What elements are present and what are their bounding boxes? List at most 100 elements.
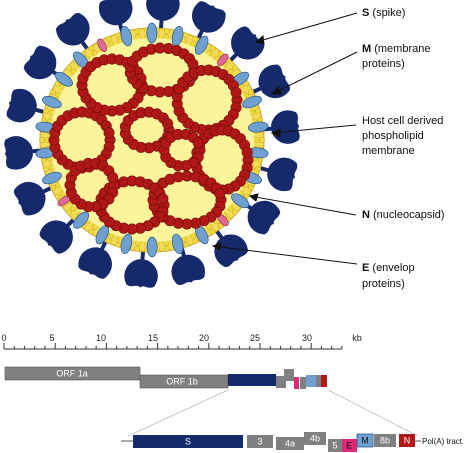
lipid-head-outer xyxy=(248,89,254,96)
lipid-head-outer xyxy=(232,209,238,216)
lipid-head-outer xyxy=(183,241,189,248)
arrow-spike-head xyxy=(254,35,265,45)
spike-head xyxy=(124,259,158,288)
label-membrane-protein-line2: proteins) xyxy=(362,58,405,70)
zoom-line-left xyxy=(127,389,229,437)
membrane-protein xyxy=(242,95,262,109)
kb-axis-ticks xyxy=(3,343,343,349)
arrow-nucleocapsid-head xyxy=(248,193,259,202)
membrane-protein xyxy=(73,211,90,229)
virion-interior xyxy=(50,38,254,242)
spike-head xyxy=(231,26,265,60)
tick-label-10: 10 xyxy=(96,333,106,343)
detail-orf3-label: 3 xyxy=(257,436,262,446)
nucleocapsid-bead xyxy=(103,127,115,139)
spike-head xyxy=(171,254,206,285)
membrane-protein xyxy=(194,35,209,55)
lipid-head-outer xyxy=(255,107,261,114)
spike-proteins xyxy=(4,0,300,288)
orf-1a-box xyxy=(4,366,141,381)
lipid-head-outer xyxy=(54,193,61,200)
lipid-head-outer xyxy=(54,80,61,87)
lipid-head-outer xyxy=(88,45,95,51)
detail-orf4b-label: 4b xyxy=(310,433,320,443)
lipid-head-outer xyxy=(259,137,265,143)
spike-head xyxy=(214,234,249,268)
lipid-head-outer xyxy=(183,32,189,39)
arrow-membrane-protein xyxy=(271,51,358,95)
membrane-protein xyxy=(247,121,269,133)
arrow-membrane-protein-head xyxy=(270,86,282,95)
envelope-protein xyxy=(97,38,108,53)
virion-illustration xyxy=(4,0,300,288)
detail-orf4b-box xyxy=(304,432,326,445)
membrane-protein xyxy=(231,193,250,209)
tick-label-0: 0 xyxy=(1,333,6,343)
arrow-envelope-head xyxy=(211,242,222,251)
axis-unit-kb: kb xyxy=(352,333,362,343)
detail-s-label: S xyxy=(185,436,191,446)
nucleocapsid-bead xyxy=(192,137,204,149)
genome-orf3-box xyxy=(276,376,286,388)
annotation-arrows xyxy=(211,12,358,265)
detail-m-label: M xyxy=(361,435,369,445)
lipid-head-outer xyxy=(255,166,261,173)
tick-label-20: 20 xyxy=(199,333,209,343)
detail-orf5-label: 5 xyxy=(332,440,337,450)
spike-head xyxy=(23,45,57,80)
membrane-protein xyxy=(146,22,158,44)
genome-orf4-box xyxy=(284,369,294,381)
spike-head xyxy=(6,88,37,123)
label-membrane-protein: M (membrane xyxy=(362,43,430,55)
lipid-head-outer xyxy=(66,209,72,216)
genome-orf8-box xyxy=(316,375,321,387)
lipid-head-outer xyxy=(243,80,250,87)
lipid-head-inner xyxy=(70,205,77,212)
lipid-head-outer xyxy=(134,246,141,252)
detail-n-label: N xyxy=(404,435,411,445)
lipid-head-outer xyxy=(248,184,254,191)
lipid-head-outer xyxy=(163,28,170,34)
spike-head xyxy=(98,0,133,26)
detail-orf8b-label: 8b xyxy=(380,435,390,445)
membrane-protein xyxy=(146,236,158,258)
label-nucleocapsid: N (nucleocapsid) xyxy=(362,209,445,221)
tick-label-5: 5 xyxy=(49,333,54,343)
lipid-head-outer xyxy=(50,184,56,191)
lipid-head-outer xyxy=(105,238,112,244)
detail-m-box xyxy=(356,433,374,448)
lipid-head-outer xyxy=(105,36,112,42)
lipid-head-outer xyxy=(39,137,45,143)
lipid-head-outer xyxy=(88,229,95,235)
detail-s-box xyxy=(133,435,243,448)
genome-s-box-end xyxy=(268,374,276,386)
lipid-head-outer xyxy=(115,32,121,39)
lipid-head-outer xyxy=(50,89,56,96)
nucleocapsid-bead xyxy=(107,171,119,183)
detail-orf8b-box xyxy=(374,434,396,447)
membrane-protein xyxy=(42,171,62,185)
annotation-labels: S (spike) M (membrane proteins) Host cel… xyxy=(362,7,445,290)
detail-n-box xyxy=(399,434,415,447)
membrane-protein xyxy=(42,95,62,109)
nucleocapsid-bead xyxy=(230,87,242,99)
lipid-head-outer xyxy=(66,64,72,71)
genome-n-box xyxy=(321,375,327,387)
arrow-host-membrane-head xyxy=(270,128,281,138)
genome-orf5-box xyxy=(300,377,306,389)
nucleocapsid-bead xyxy=(162,117,174,129)
lipid-head-outer xyxy=(209,45,216,51)
genome-map: 0 5 10 15 20 25 30 kb ORF 1a ORF 1b S 3 xyxy=(1,333,463,452)
detail-e-box xyxy=(342,439,357,452)
spike-head xyxy=(55,12,90,46)
spike-head xyxy=(271,110,300,144)
nucleocapsid-bead xyxy=(241,146,253,158)
detail-orf4a-box xyxy=(276,437,304,450)
lipid-head-outer xyxy=(192,36,199,42)
lipid-head-inner xyxy=(253,137,259,143)
label-spike: S (spike) xyxy=(362,7,405,19)
polya-label: Pol(A) tract xyxy=(422,437,463,446)
lipid-head-outer xyxy=(209,229,216,235)
lipid-head-outer xyxy=(115,241,121,248)
